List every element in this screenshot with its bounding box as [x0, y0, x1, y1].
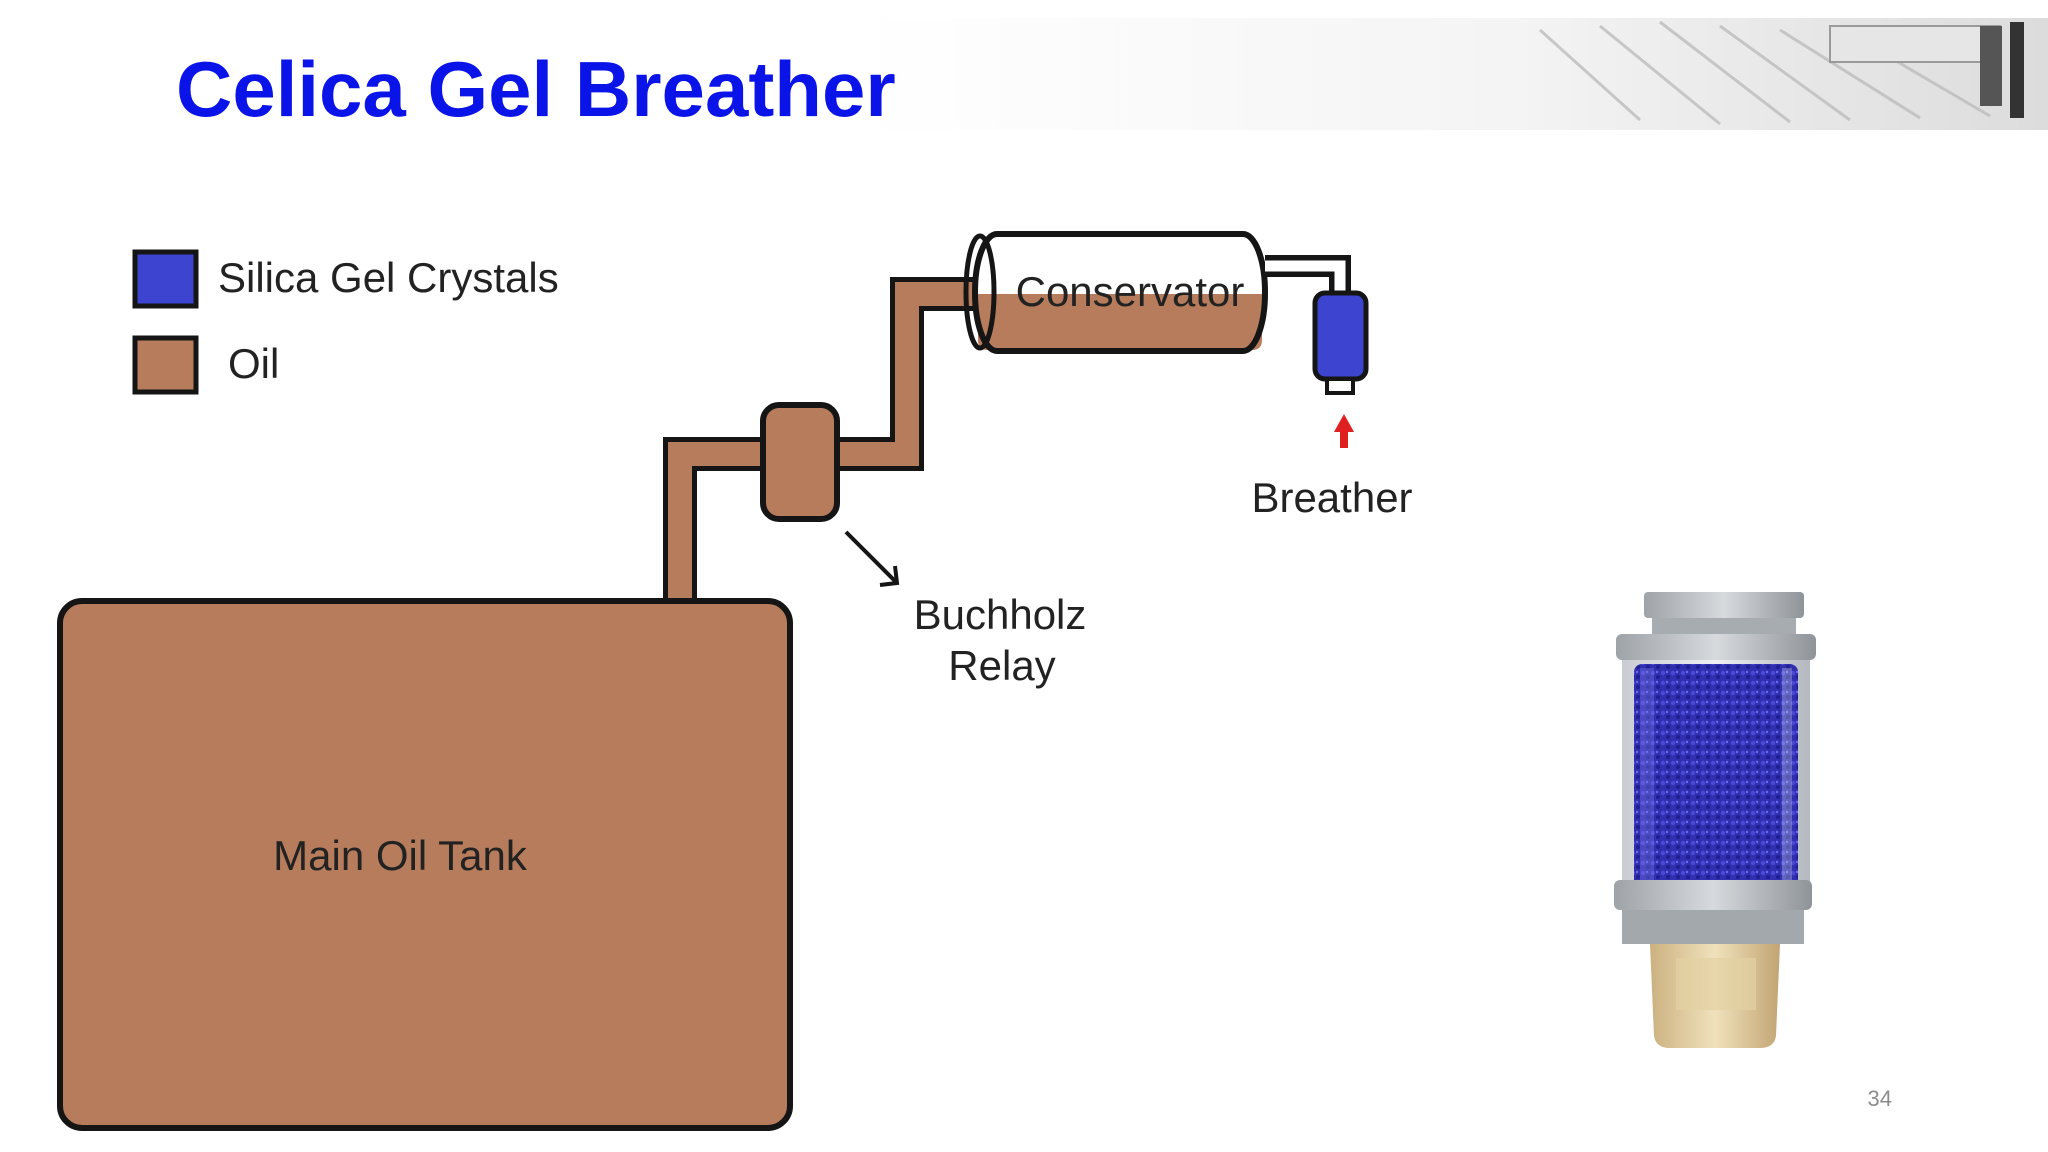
conservator-label: Conservator — [1016, 268, 1245, 315]
slide-title: Celica Gel Breather — [176, 45, 896, 133]
legend-label-oil: Oil — [228, 340, 279, 387]
legend-swatch-oil — [132, 335, 199, 395]
legend-label-silica-gel: Silica Gel Crystals — [218, 254, 559, 301]
conservator: Conservator — [963, 231, 1268, 354]
header-banner-decoration — [860, 18, 2048, 130]
oil-pipe — [663, 277, 975, 603]
buchholz-relay-label-line1: Buchholz — [914, 591, 1087, 638]
legend-swatch-silica-gel — [132, 249, 199, 309]
breather-canister — [1312, 290, 1369, 395]
airflow-up-arrow-icon — [1334, 414, 1354, 448]
legend: Silica Gel Crystals Oil — [132, 249, 559, 395]
breather-label: Breather — [1251, 474, 1412, 521]
main-oil-tank-label: Main Oil Tank — [273, 832, 528, 879]
slide-number: 34 — [1867, 1086, 1892, 1111]
buchholz-relay-label-line2: Relay — [948, 642, 1055, 689]
buchholz-relay — [760, 402, 840, 522]
main-oil-tank: Main Oil Tank — [57, 598, 793, 1131]
breather-pipe — [1265, 255, 1351, 298]
breather-photo — [1614, 580, 1820, 1080]
buchholz-pointer-arrow — [844, 530, 900, 587]
